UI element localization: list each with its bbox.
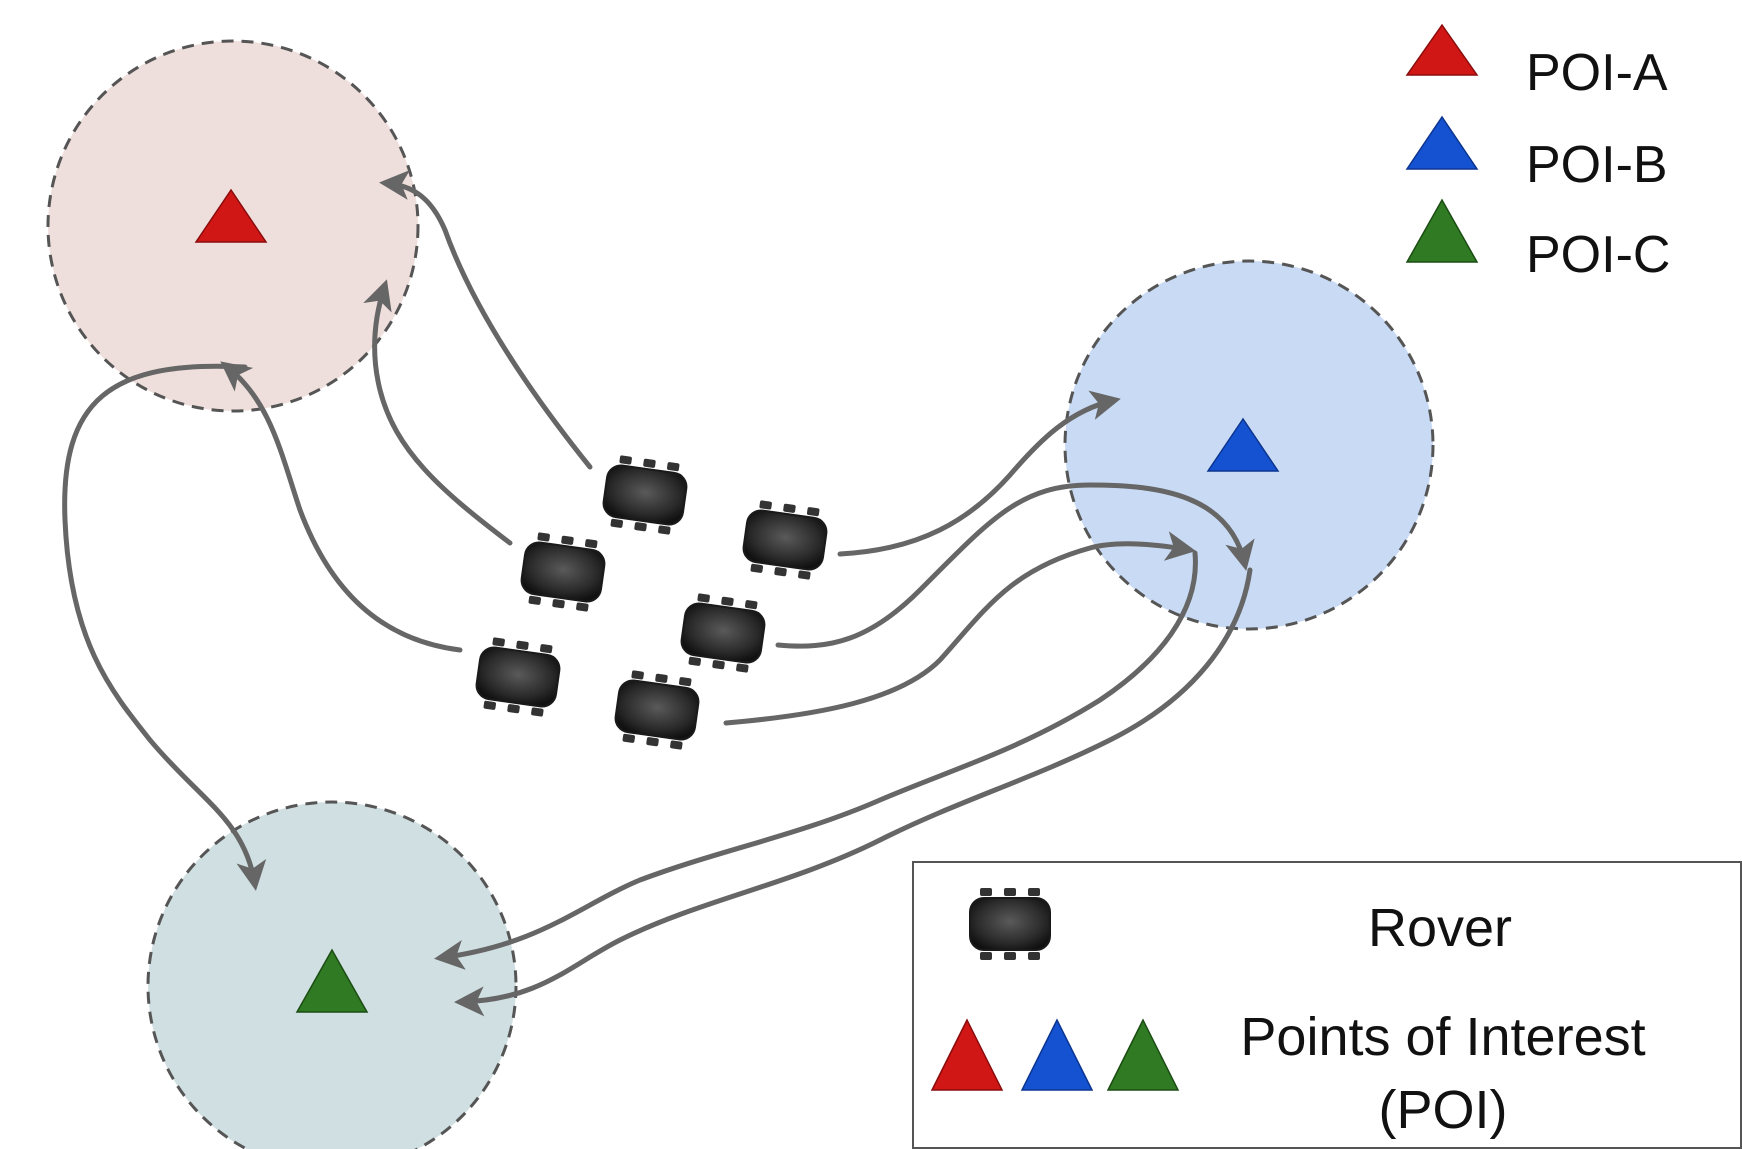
- rover-icon: [677, 590, 769, 676]
- path-poi-a-to-poi-c: [62, 363, 267, 891]
- legend-poi-a-label: POI-A: [1526, 44, 1668, 102]
- legend-poi-red-icon: [930, 1018, 1004, 1091]
- legend-poi-a-icon: [1405, 23, 1479, 76]
- path-poi-b-to-poi-c-1: [434, 550, 1198, 970]
- path-rover2-to-poi-a: [363, 279, 513, 546]
- legend-poi-c-label: POI-C: [1526, 226, 1670, 284]
- legend-box: [912, 861, 1742, 1149]
- rover-icon: [611, 667, 703, 753]
- rover-icon: [472, 634, 564, 720]
- legend-rover-icon: [969, 887, 1051, 961]
- poi-a-triangle-icon: [194, 188, 268, 243]
- path-rover5-to-poi-b: [775, 482, 1255, 649]
- legend-poi-b-icon: [1405, 115, 1479, 170]
- legend-poi-c-icon: [1405, 198, 1479, 263]
- poi-b-triangle-icon: [1206, 417, 1280, 472]
- path-rover4-to-poi-b: [837, 390, 1121, 557]
- legend-poi-label-line2: (POI): [1379, 1080, 1508, 1140]
- path-rover6-to-poi-b: [723, 531, 1196, 726]
- path-poi-b-to-poi-c-2: [454, 567, 1253, 1017]
- legend-poi-blue-icon: [1020, 1018, 1094, 1091]
- legend-poi-label-line1: Points of Interest: [1240, 1007, 1645, 1067]
- rover-icon: [739, 497, 831, 583]
- legend-rover-label: Rover: [1368, 898, 1512, 958]
- path-rover1-to-poi-a: [379, 169, 593, 470]
- legend-poi-green-icon: [1106, 1018, 1180, 1091]
- legend-poi-b-label: POI-B: [1526, 136, 1668, 194]
- bottom-legend: Rover Points of Interest (POI): [912, 861, 1742, 1149]
- top-legend: POI-A POI-B POI-C: [1405, 23, 1670, 284]
- path-rover3-to-poi-a: [220, 361, 463, 653]
- poi-c-triangle-icon: [295, 948, 369, 1013]
- rover-icon: [517, 529, 609, 615]
- rover-icon: [599, 452, 691, 538]
